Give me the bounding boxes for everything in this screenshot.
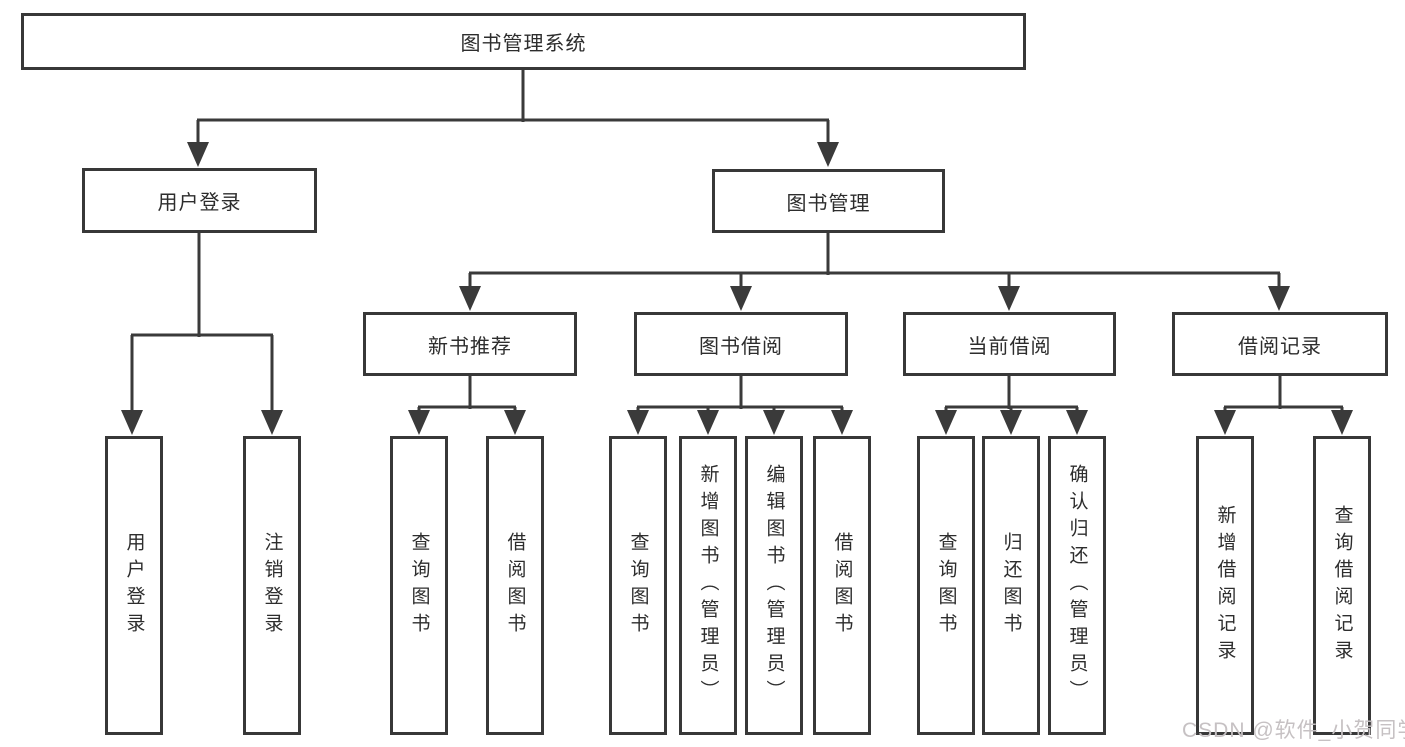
arrowheads (121, 142, 1353, 435)
node-borrowing-records-label: 借阅记录 (1238, 335, 1322, 358)
leaf-borrow-borrow-books-label: 借阅图书 (831, 531, 853, 640)
node-library-system: 图书管理系统 (21, 13, 1026, 70)
leaf-logout: 注销登录 (243, 436, 301, 735)
leaf-current-confirm-return-admin-label: 确认归还（管理员） (1066, 464, 1088, 707)
leaf-user-login-label: 用户登录 (123, 531, 145, 640)
node-current-borrowing: 当前借阅 (903, 312, 1116, 376)
node-library-system-label: 图书管理系统 (460, 33, 587, 55)
node-book-borrowing-label: 图书借阅 (699, 335, 783, 358)
leaf-borrow-edit-books-admin: 编辑图书（管理员） (745, 436, 803, 735)
leaf-recommend-borrow-books: 借阅图书 (486, 436, 544, 735)
leaf-current-return-books: 归还图书 (982, 436, 1040, 735)
leaf-borrow-query-books: 查询图书 (609, 436, 667, 735)
node-user-login-label: 用户登录 (157, 192, 242, 214)
leaf-current-return-books-label: 归还图书 (1000, 531, 1022, 640)
node-new-book-recommendation-label: 新书推荐 (428, 335, 512, 358)
node-borrowing-records: 借阅记录 (1172, 312, 1388, 376)
leaf-borrow-add-books-admin: 新增图书（管理员） (679, 436, 737, 735)
node-book-management: 图书管理 (712, 169, 945, 233)
node-new-book-recommendation: 新书推荐 (363, 312, 577, 376)
leaf-current-query-books: 查询图书 (917, 436, 975, 735)
node-user-login: 用户登录 (82, 168, 317, 233)
leaf-borrow-query-books-label: 查询图书 (627, 531, 649, 640)
leaf-recommend-query-books-label: 查询图书 (408, 531, 430, 640)
leaf-logout-label: 注销登录 (261, 531, 283, 640)
leaf-recommend-query-books: 查询图书 (390, 436, 448, 735)
watermark: CSDN @软件_小贺同学 (1182, 719, 1405, 742)
leaf-user-login: 用户登录 (105, 436, 163, 735)
leaf-borrow-add-books-admin-label: 新增图书（管理员） (697, 464, 719, 707)
leaf-records-add-record: 新增借阅记录 (1196, 436, 1254, 735)
leaf-records-query-record-label: 查询借阅记录 (1331, 504, 1353, 667)
leaf-current-confirm-return-admin: 确认归还（管理员） (1048, 436, 1106, 735)
leaf-records-query-record: 查询借阅记录 (1313, 436, 1371, 735)
leaf-borrow-edit-books-admin-label: 编辑图书（管理员） (763, 464, 785, 707)
node-current-borrowing-label: 当前借阅 (967, 335, 1052, 358)
leaf-recommend-borrow-books-label: 借阅图书 (504, 531, 526, 640)
leaf-records-add-record-label: 新增借阅记录 (1214, 504, 1236, 667)
leaf-borrow-borrow-books: 借阅图书 (813, 436, 871, 735)
node-book-management-label: 图书管理 (786, 192, 871, 215)
leaf-current-query-books-label: 查询图书 (935, 531, 957, 640)
node-book-borrowing: 图书借阅 (634, 312, 848, 376)
